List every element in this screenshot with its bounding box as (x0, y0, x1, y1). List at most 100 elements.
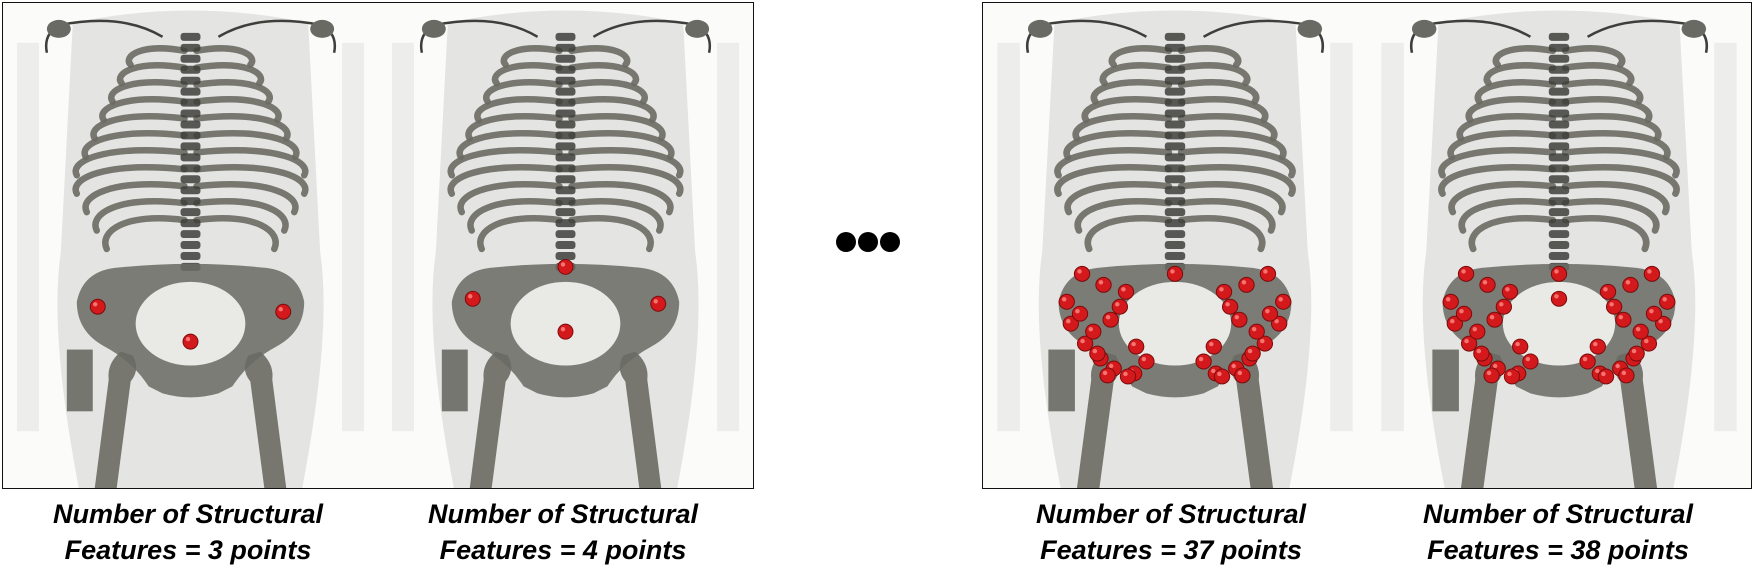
table-edge-right (1330, 42, 1353, 432)
feature-point (1550, 265, 1568, 282)
feature-point (1501, 283, 1519, 300)
feature-point (1259, 265, 1277, 282)
femur-left (1076, 351, 1120, 488)
feature-point (1469, 323, 1486, 340)
feature-point (1073, 265, 1091, 282)
feature-point (1628, 345, 1645, 362)
caption-panel-4: Number of Structural Features = 38 point… (1385, 496, 1731, 568)
femur-left (1460, 351, 1504, 488)
caption-line-1: Number of Structural (1035, 499, 1307, 529)
shoulder-joint-left (421, 19, 446, 38)
spine (180, 32, 201, 271)
feature-point (1618, 367, 1635, 384)
femur-left (469, 351, 512, 488)
feature-point (1512, 338, 1529, 355)
femur-right (1230, 351, 1274, 488)
feature-point (1605, 298, 1623, 315)
skeleton-ct-image-4 (1367, 3, 1751, 488)
caption-line-2: Features = 3 points (64, 535, 312, 565)
skeleton-panel-4 (1367, 3, 1751, 488)
feature-point (1117, 283, 1135, 300)
caption-line-2: Features = 38 points (1427, 535, 1689, 565)
feature-point (1095, 276, 1112, 293)
feature-point (1205, 338, 1222, 355)
spine (555, 32, 576, 271)
caption-panel-2: Number of Structural Features = 4 points (395, 496, 731, 568)
feature-point (1455, 305, 1473, 322)
structural-feature-points (89, 298, 292, 350)
femur-right (244, 351, 287, 488)
feature-point (1457, 265, 1475, 282)
shoulder-joint-left (1411, 19, 1437, 38)
caption-line-1: Number of Structural (52, 499, 324, 529)
feature-point (557, 323, 574, 340)
side-device (441, 349, 468, 412)
feature-point (1503, 368, 1521, 385)
caption-line-1: Number of Structural (1422, 499, 1694, 529)
side-device (1432, 349, 1459, 412)
feature-point (1479, 276, 1496, 293)
table-edge-left (997, 42, 1020, 432)
shoulder-joint-right (685, 19, 710, 38)
table-edge-left (391, 42, 414, 432)
table-edge-left (16, 42, 39, 432)
three-dots-icon (836, 232, 900, 254)
feature-point (1128, 338, 1145, 355)
skeleton-ct-image-3 (983, 3, 1367, 488)
pelvic-inlet (510, 281, 621, 366)
feature-point (1102, 311, 1119, 328)
feature-point (1261, 305, 1279, 322)
feature-point (1483, 367, 1500, 384)
panel-group-left (2, 2, 754, 489)
feature-point (1058, 293, 1075, 310)
structural-feature-points (1442, 265, 1676, 385)
side-device (66, 349, 93, 412)
femur-right (1614, 351, 1658, 488)
feature-point (1221, 298, 1239, 315)
feature-point (1615, 311, 1632, 328)
panel-group-right (982, 2, 1752, 489)
skeleton-panel-2 (378, 3, 753, 488)
feature-point (650, 295, 667, 312)
feature-point (1195, 353, 1212, 370)
caption-line-1: Number of Structural (427, 499, 699, 529)
feature-point (1599, 283, 1617, 300)
shoulder-joint-right (310, 19, 335, 38)
table-edge-right (342, 42, 365, 432)
rib-cage (72, 45, 309, 253)
pelvic-inlet (1502, 281, 1616, 366)
shoulder-joint-right (1681, 19, 1707, 38)
feature-point (1138, 353, 1155, 370)
femur-left (94, 351, 137, 488)
feature-point (1643, 265, 1661, 282)
caption-panel-1: Number of Structural Features = 3 points (20, 496, 356, 568)
shoulder-joint-left (46, 19, 71, 38)
feature-point (1071, 305, 1089, 322)
feature-point (1597, 368, 1615, 385)
side-device (1048, 349, 1075, 412)
feature-point (1473, 345, 1490, 362)
skeleton-ct-image-2 (378, 3, 753, 488)
shoulder-joint-left (1027, 19, 1053, 38)
caption-line-2: Features = 37 points (1040, 535, 1302, 565)
feature-point (1486, 311, 1503, 328)
feature-point (1442, 293, 1459, 310)
feature-point (1213, 368, 1231, 385)
feature-point (1622, 276, 1639, 293)
skeleton-ct-image-1 (3, 3, 378, 488)
table-edge-right (717, 42, 740, 432)
caption-panel-3: Number of Structural Features = 37 point… (998, 496, 1344, 568)
feature-point (1495, 298, 1513, 315)
feature-point (1579, 353, 1596, 370)
pelvic-inlet (135, 281, 246, 366)
feature-point (1659, 293, 1676, 310)
feature-point (1589, 338, 1606, 355)
feature-point (1215, 283, 1233, 300)
feature-point (182, 333, 199, 350)
feature-point (464, 290, 481, 307)
rib-cage (1438, 45, 1680, 253)
feature-point (557, 258, 574, 275)
feature-point (1632, 323, 1649, 340)
feature-point (1275, 293, 1292, 310)
rib-cage (447, 45, 684, 253)
